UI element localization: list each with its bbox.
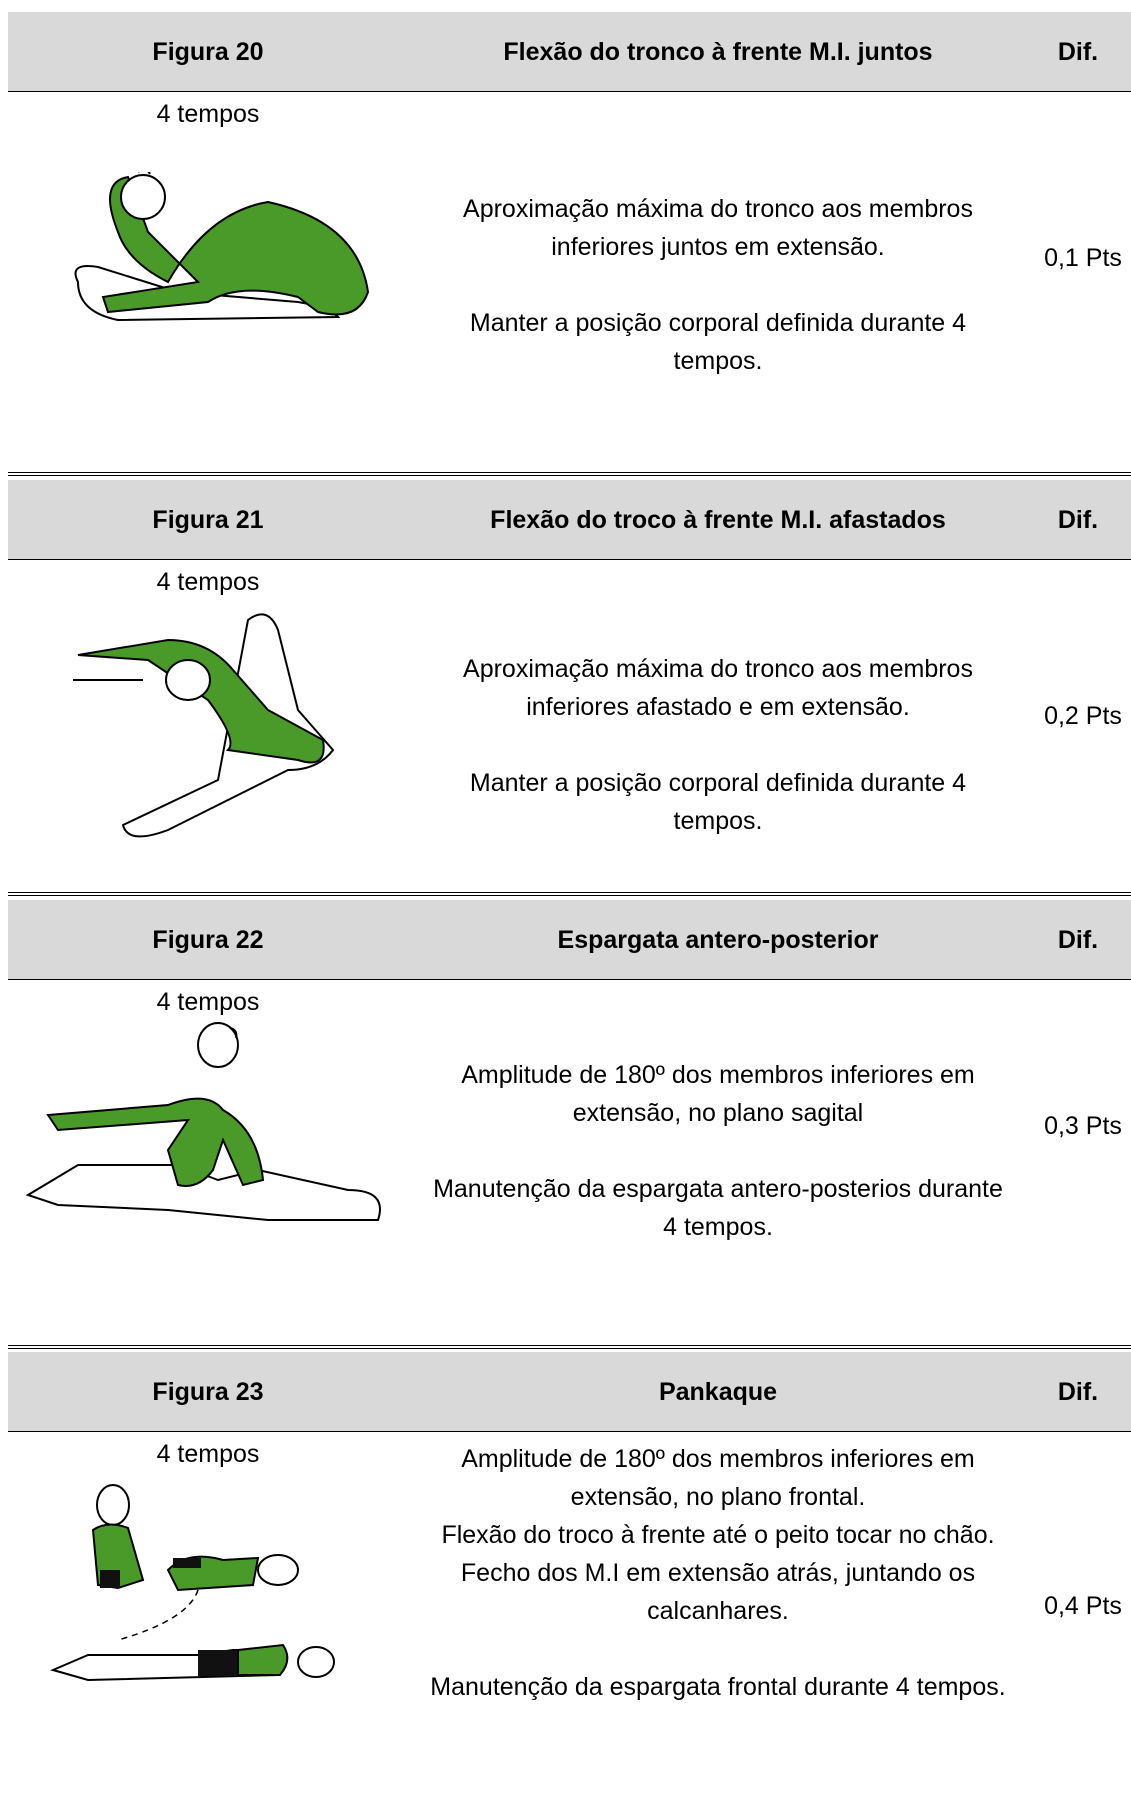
- difficulty-points: 0,1 Pts: [1044, 244, 1122, 272]
- exercise-illustration: [58, 172, 378, 352]
- description-line: Amplitude de 180º dos membros inferiores…: [461, 1445, 975, 1511]
- exercise-description: Aproximação máxima do tronco aos membros…: [428, 650, 1008, 840]
- difficulty-points: 0,3 Pts: [1044, 1112, 1122, 1140]
- difficulty-label: Dif.: [1057, 925, 1099, 954]
- tempos-label: 4 tempos: [156, 1440, 260, 1468]
- figure-number: Figura 23: [152, 1377, 264, 1406]
- exercise-description: Amplitude de 180º dos membros inferiores…: [428, 1056, 1008, 1246]
- tempos-label: 4 tempos: [156, 988, 260, 1016]
- difficulty-label: Dif.: [1057, 37, 1099, 66]
- row-header: Figura 20 Flexão do tronco à frente M.I.…: [8, 12, 1131, 92]
- difficulty-label: Dif.: [1057, 505, 1099, 534]
- figure-number: Figura 22: [152, 925, 264, 954]
- exercise-description: Aproximação máxima do tronco aos membros…: [428, 190, 1008, 380]
- row-divider: [8, 892, 1131, 896]
- row-divider: [8, 472, 1131, 476]
- exercise-illustration: [18, 1020, 398, 1230]
- description-line: Fecho dos M.I em extensão atrás, juntand…: [460, 1559, 976, 1625]
- row-header: Figura 22 Espargata antero-posterior Dif…: [8, 900, 1131, 980]
- exercise-row-22: Figura 22 Espargata antero-posterior Dif…: [8, 900, 1131, 1350]
- exercise-illustration: [68, 600, 348, 850]
- exercise-row-21: Figura 21 Flexão do troco à frente M.I. …: [8, 480, 1131, 900]
- exercise-row-23: Figura 23 Pankaque Dif. 4 tempos Amplitu…: [8, 1352, 1131, 1807]
- difficulty-label: Dif.: [1057, 1377, 1099, 1406]
- tempos-label: 4 tempos: [156, 568, 260, 596]
- exercise-title: Espargata antero-posterior: [557, 925, 879, 954]
- description-line: Manter a posição corporal definida duran…: [469, 769, 967, 835]
- description-line: Flexão do troco à frente até o peito toc…: [441, 1521, 995, 1549]
- description-line: Manutenção da espargata antero-posterios…: [433, 1175, 1003, 1241]
- row-header: Figura 21 Flexão do troco à frente M.I. …: [8, 480, 1131, 560]
- exercise-title: Flexão do troco à frente M.I. afastados: [490, 505, 946, 534]
- exercise-description: Amplitude de 180º dos membros inferiores…: [428, 1440, 1008, 1706]
- exercise-illustration: [48, 1470, 378, 1700]
- description-line: Manutenção da espargata frontal durante …: [430, 1673, 1006, 1701]
- exercise-title: Flexão do tronco à frente M.I. juntos: [503, 37, 933, 66]
- exercise-title: Pankaque: [658, 1377, 778, 1406]
- row-divider: [8, 1345, 1131, 1349]
- description-line: Aproximação máxima do tronco aos membros…: [463, 655, 973, 721]
- figure-number: Figura 21: [152, 505, 264, 534]
- row-header: Figura 23 Pankaque Dif.: [8, 1352, 1131, 1432]
- difficulty-points: 0,4 Pts: [1044, 1592, 1122, 1620]
- description-line: Manter a posição corporal definida duran…: [469, 309, 967, 375]
- description-line: Amplitude de 180º dos membros inferiores…: [461, 1061, 975, 1127]
- figure-number: Figura 20: [152, 37, 264, 66]
- description-line: Aproximação máxima do tronco aos membros…: [463, 195, 973, 261]
- tempos-label: 4 tempos: [156, 100, 260, 128]
- difficulty-points: 0,2 Pts: [1044, 702, 1122, 730]
- exercise-row-20: Figura 20 Flexão do tronco à frente M.I.…: [8, 12, 1131, 476]
